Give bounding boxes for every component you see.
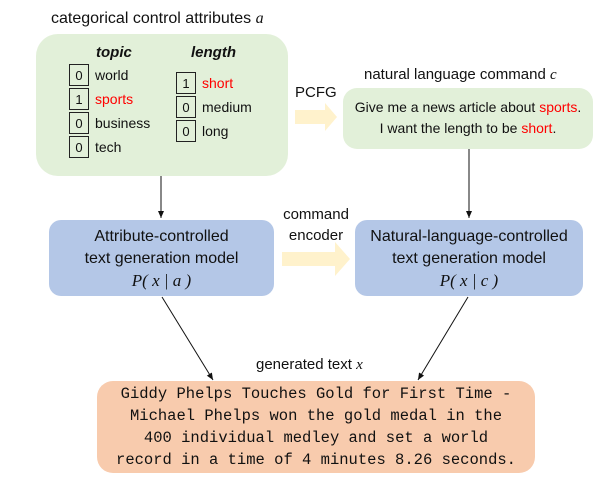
attribute-model-line-1: Attribute-controlled bbox=[94, 228, 229, 245]
topic-row-world: 0 world bbox=[69, 63, 150, 87]
length-cell: 1 bbox=[176, 72, 196, 94]
topic-vector: 0 world 1 sports 0 business 0 tech bbox=[69, 63, 150, 159]
attribute-model-formula: P( x | a ) bbox=[131, 271, 192, 290]
command-title: natural language command c bbox=[364, 66, 557, 84]
arrow-nl-model-to-output bbox=[417, 296, 469, 381]
command-highlight: short bbox=[521, 120, 553, 136]
topic-label: tech bbox=[95, 139, 122, 155]
topic-label-selected: sports bbox=[95, 91, 134, 107]
generated-title-text: generated text bbox=[256, 356, 352, 373]
generated-title: generated text x bbox=[256, 356, 363, 374]
nl-model-line-2: text generation model bbox=[392, 250, 546, 267]
encoder-label-line-1: command bbox=[283, 206, 349, 223]
attributes-box: topic length 0 world 1 sports 0 business… bbox=[36, 34, 288, 176]
length-vector: 1 short 0 medium 0 long bbox=[176, 71, 252, 143]
nl-model-box: Natural-language-controlled text generat… bbox=[355, 220, 583, 296]
pcfg-label: PCFG bbox=[295, 84, 337, 101]
topic-label: business bbox=[95, 115, 151, 131]
generated-line: record in a time of 4 minutes 8.26 secon… bbox=[116, 451, 516, 469]
attributes-title: categorical control attributes a bbox=[51, 10, 264, 28]
nl-model-formula: P( x | c ) bbox=[439, 271, 499, 290]
length-row-long: 0 long bbox=[176, 119, 252, 143]
generated-line: Michael Phelps won the gold medal in the bbox=[129, 407, 503, 425]
command-title-text: natural language command bbox=[364, 66, 546, 83]
encoder-fat-arrow bbox=[282, 242, 350, 276]
length-label: medium bbox=[202, 99, 252, 115]
command-highlight: sports bbox=[539, 99, 578, 115]
attributes-title-text: categorical control attributes bbox=[51, 10, 252, 27]
attribute-model-line-2: text generation model bbox=[84, 250, 239, 267]
command-text: Give me a news article about bbox=[354, 99, 540, 115]
encoder-label: command encoder bbox=[279, 204, 353, 246]
generated-line: 400 individual medley and set a world bbox=[143, 429, 489, 447]
topic-row-business: 0 business bbox=[69, 111, 150, 135]
topic-cell: 1 bbox=[69, 88, 89, 110]
attributes-title-var: a bbox=[255, 10, 264, 27]
generated-title-var: x bbox=[356, 357, 363, 373]
command-box: Give me a news article about sports. I w… bbox=[343, 88, 593, 149]
command-title-var: c bbox=[549, 67, 557, 83]
topic-cell: 0 bbox=[69, 112, 89, 134]
length-cell: 0 bbox=[176, 120, 196, 142]
generated-text-box: Giddy Phelps Touches Gold for First Time… bbox=[97, 381, 535, 473]
length-header: length bbox=[191, 44, 236, 61]
command-text: . bbox=[552, 120, 557, 136]
attribute-model-box: Attribute-controlled text generation mod… bbox=[49, 220, 274, 296]
topic-cell: 0 bbox=[69, 136, 89, 158]
topic-row-sports: 1 sports bbox=[69, 87, 150, 111]
pcfg-fat-arrow bbox=[295, 103, 337, 131]
length-cell: 0 bbox=[176, 96, 196, 118]
encoder-label-line-2: encoder bbox=[288, 227, 344, 244]
topic-row-tech: 0 tech bbox=[69, 135, 150, 159]
topic-header: topic bbox=[96, 44, 132, 61]
length-label-selected: short bbox=[202, 75, 234, 91]
length-row-medium: 0 medium bbox=[176, 95, 252, 119]
command-line-2: I want the length to be short. bbox=[343, 118, 593, 139]
arrow-attr-model-to-output bbox=[161, 296, 214, 381]
command-text: . bbox=[577, 99, 582, 115]
command-line-1: Give me a news article about sports. bbox=[343, 97, 593, 118]
length-label: long bbox=[202, 123, 229, 139]
length-row-short: 1 short bbox=[176, 71, 252, 95]
topic-cell: 0 bbox=[69, 64, 89, 86]
topic-label: world bbox=[95, 67, 129, 83]
generated-line: Giddy Phelps Touches Gold for First Time… bbox=[120, 385, 512, 403]
nl-model-line-1: Natural-language-controlled bbox=[370, 228, 568, 245]
command-text: I want the length to be bbox=[379, 120, 522, 136]
